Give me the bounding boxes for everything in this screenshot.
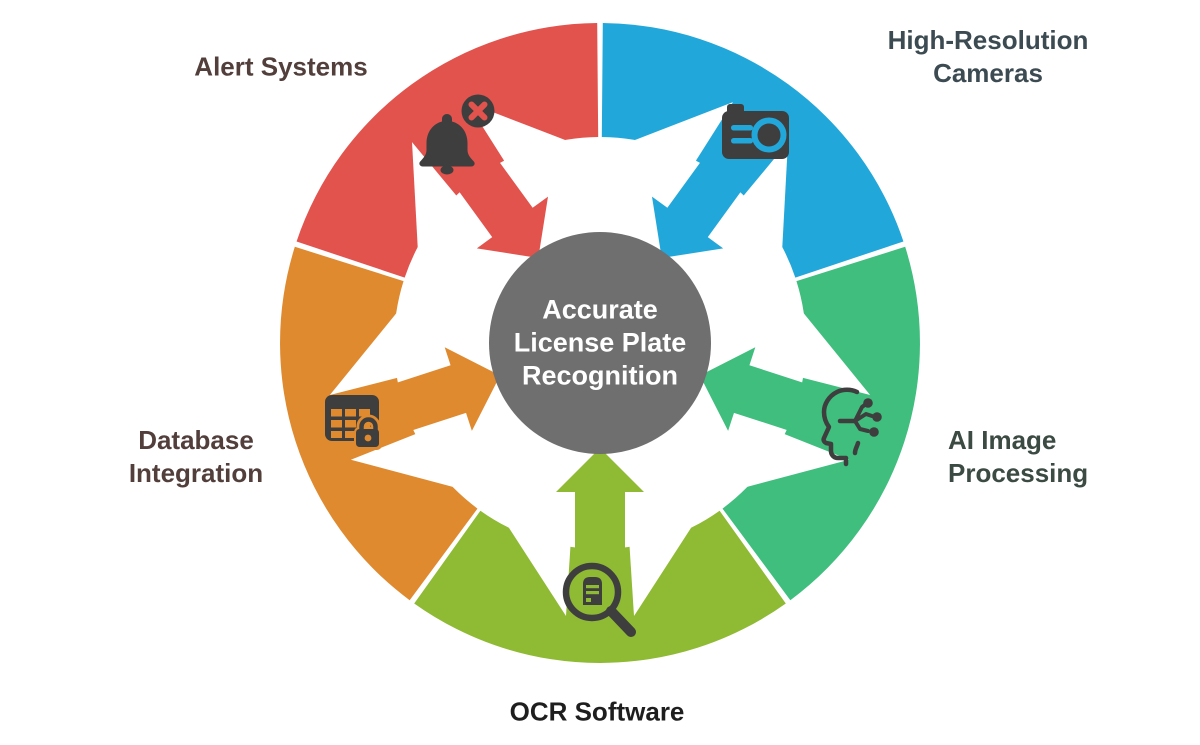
ocr-notch-right [500, 491, 574, 616]
table-lock-icon [325, 395, 382, 450]
center-hub-label: Accurate License Plate Recognition [513, 294, 687, 391]
alert-notch-right [467, 102, 581, 208]
cameras-arrow [651, 134, 762, 259]
label-database-integration: Database Integration [128, 425, 264, 488]
cameras-notch-left [619, 102, 733, 208]
segment-ocr-software [414, 448, 786, 663]
ai-head-circuit-icon [821, 387, 882, 467]
label-ai-image-processing: AI Image Processing [948, 425, 1089, 488]
ai-notch-left [748, 300, 871, 396]
database-arrow [364, 347, 501, 441]
ai-notch-right [731, 413, 850, 491]
database-notch-right [329, 300, 452, 396]
magnifier-license-plate-icon [562, 562, 636, 637]
label-ocr-software: OCR Software [509, 696, 685, 727]
ocr-notch-left [626, 491, 700, 616]
center-hub-circle [489, 232, 711, 454]
bell-alert-icon [419, 94, 495, 175]
database-notch-left [350, 413, 469, 491]
cameras-notch-right [708, 142, 788, 264]
ai-arrow [699, 347, 836, 441]
segment-ai-image-processing [699, 246, 920, 601]
alert-notch-left [412, 142, 492, 264]
label-alert-systems: Alert Systems [194, 51, 368, 82]
label-high-resolution-cameras: High-Resolution Cameras [887, 25, 1089, 88]
ocr-arrow [556, 448, 644, 583]
camera-icon [722, 104, 789, 159]
